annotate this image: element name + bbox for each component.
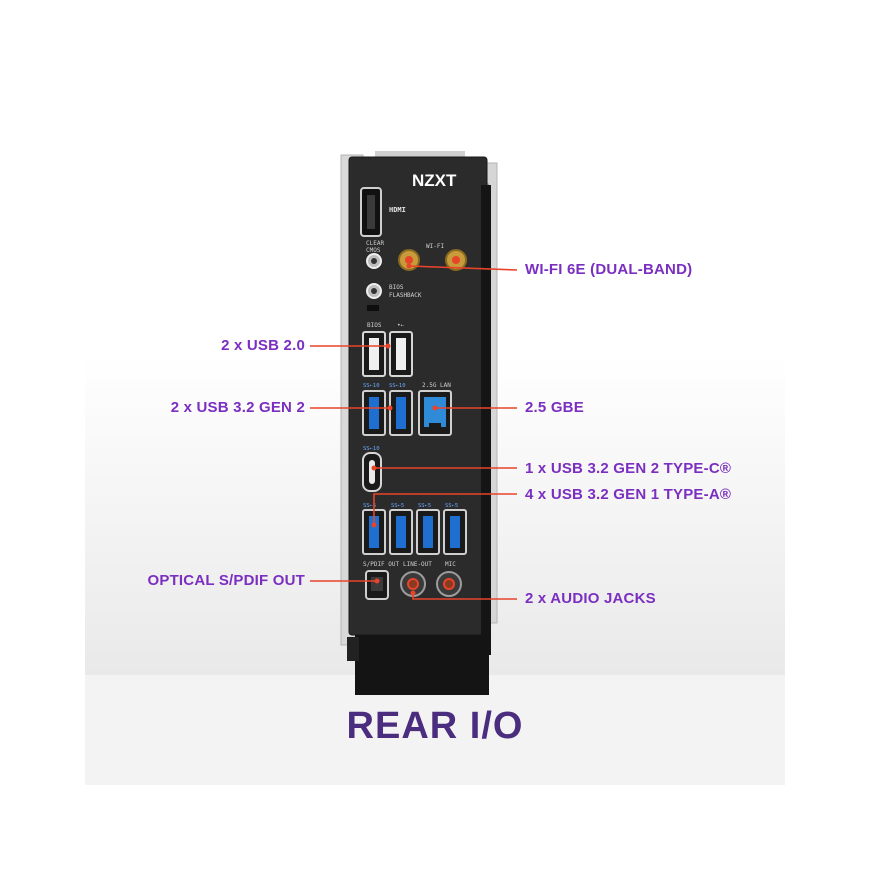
usb-logo-label: •⇠: [397, 322, 405, 329]
clear-cmos-label-1: CLEAR: [366, 240, 384, 247]
bios-flashback-label-1: BIOS: [389, 284, 404, 291]
product-image: HDMI CLEAR CMOS BIOS FLASHBACK NZXT WI-F…: [85, 85, 785, 785]
ss5-label-c: SS⇠5: [418, 503, 431, 509]
ss10-label-a: SS⇠10: [363, 383, 380, 389]
callout-usb2: 2 x USB 2.0: [221, 337, 305, 354]
callout-usb32-gen2: 2 x USB 3.2 GEN 2: [170, 399, 305, 416]
callout-type-a: 4 x USB 3.2 GEN 1 TYPE-A®: [525, 486, 732, 503]
bios-flashback-label-2: FLASHBACK: [389, 292, 422, 299]
lan-label: 2.5G LAN: [422, 382, 451, 389]
ss5-label-b: SS⇠5: [391, 503, 404, 509]
callout-type-c: 1 x USB 3.2 GEN 2 TYPE-C®: [525, 460, 732, 477]
bios-usb-label: BIOS: [367, 322, 382, 329]
page-title: REAR I/O: [346, 705, 524, 747]
hdmi-label: HDMI: [389, 206, 406, 214]
ss10-label-c: SS⇠10: [363, 446, 380, 452]
rear-io-panel: HDMI CLEAR CMOS BIOS FLASHBACK NZXT WI-F…: [310, 151, 518, 695]
callout-optical: OPTICAL S/PDIF OUT: [147, 572, 305, 589]
line-out-label: LINE-OUT: [403, 561, 432, 568]
callout-audio: 2 x AUDIO JACKS: [525, 590, 656, 607]
clear-cmos-label-2: CMOS: [366, 247, 381, 254]
brand-logo: NZXT: [412, 171, 457, 190]
ss10-label-b: SS⇠10: [389, 383, 406, 389]
spdif-label: S/PDIF OUT: [363, 561, 400, 568]
callout-wifi: WI-FI 6E (DUAL-BAND): [525, 261, 693, 278]
leader-lines: [310, 265, 518, 600]
wifi-label: WI-FI: [426, 243, 444, 250]
callout-gbe: 2.5 GBE: [525, 399, 584, 416]
ss5-label-d: SS⇠5: [445, 503, 458, 509]
mic-label: MIC: [445, 561, 456, 568]
ss5-label-a: SS⇠5: [363, 503, 376, 509]
